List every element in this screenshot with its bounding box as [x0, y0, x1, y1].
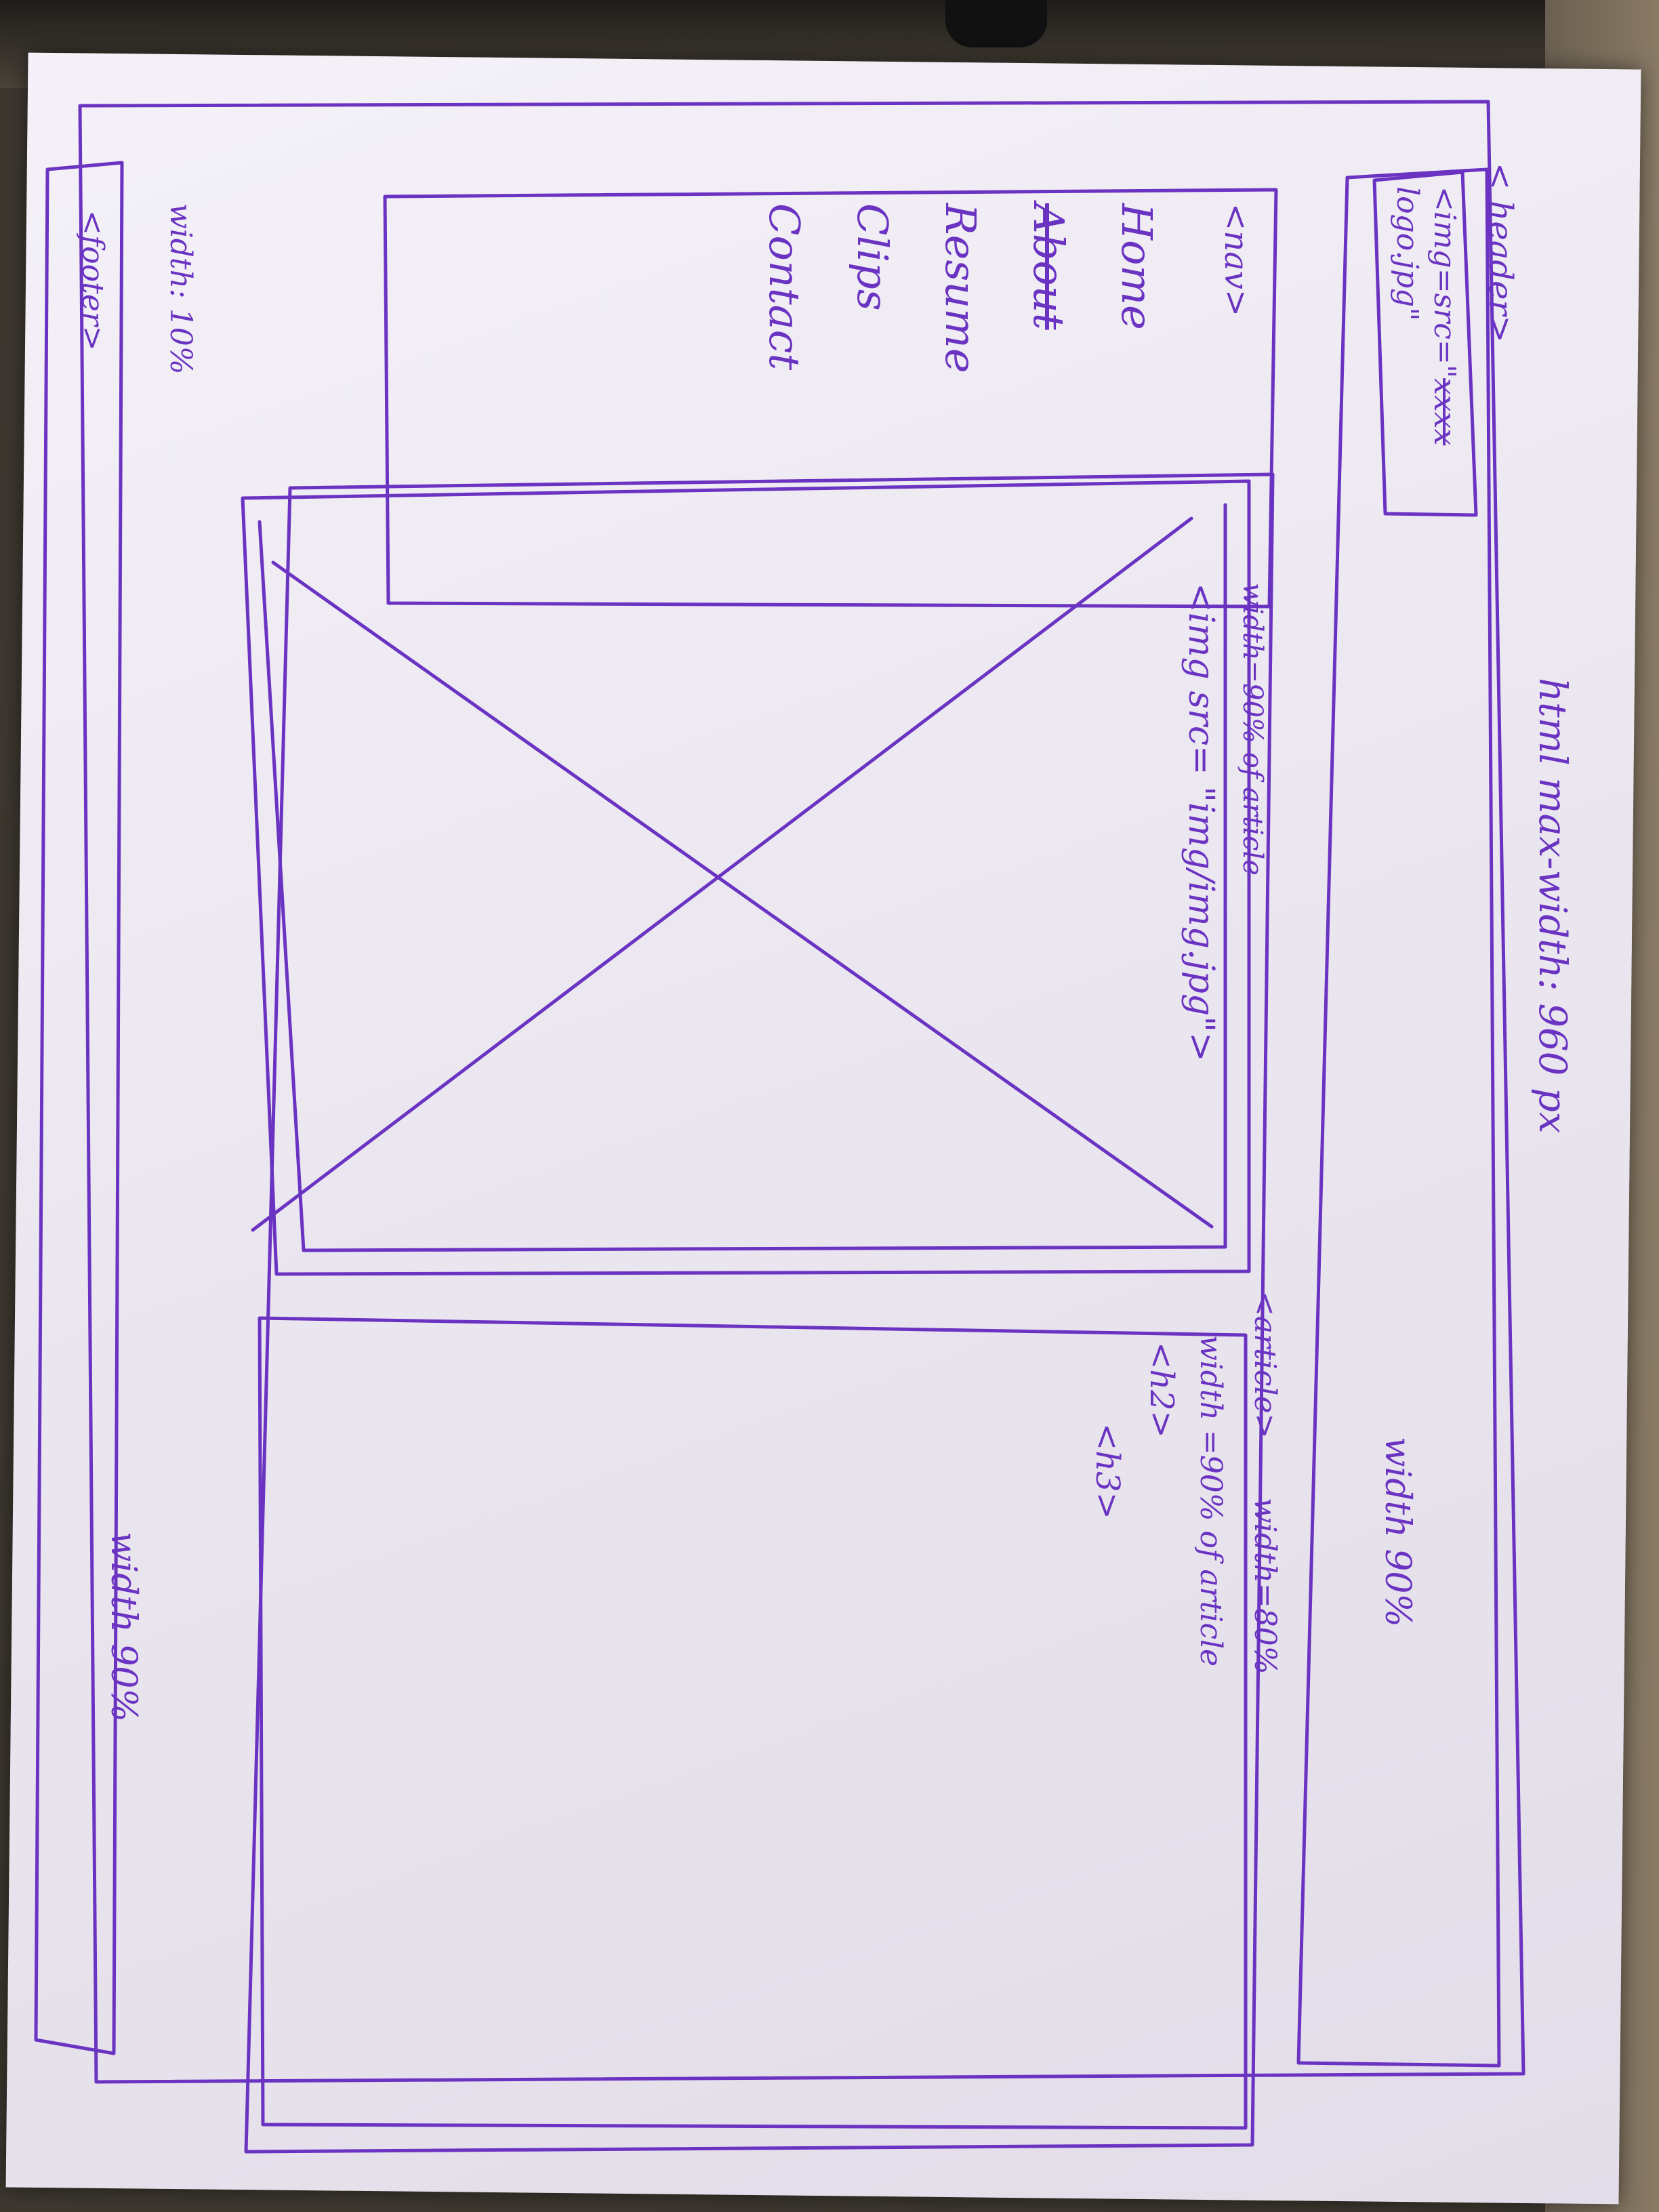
html-outer-box — [78, 100, 1525, 2084]
logo-tag: <img=src="xxxx — [1427, 186, 1462, 446]
nav-item-home: Home — [1112, 203, 1162, 330]
nav-item-clips: Clips — [848, 203, 897, 311]
image-width-note: width=90% of article — [1237, 583, 1268, 876]
nav-item-contact: Contact — [760, 203, 809, 371]
nav-box — [383, 188, 1278, 609]
h3-tag: <h3> — [1088, 1423, 1126, 1519]
logo-struck-text: xxxx — [1427, 378, 1462, 446]
nav-item-resume: Resume — [936, 203, 985, 373]
text-width-note: width =90% of article — [1193, 1335, 1228, 1667]
main-image-inner-border — [258, 503, 1227, 1252]
text-content-box — [258, 1316, 1248, 2130]
article-box — [244, 472, 1275, 2154]
header-tag: < header> — [1481, 163, 1519, 343]
image-src-tag: <img src= "img/img.jpg"> — [1181, 583, 1221, 1062]
article-width-note: width=80% — [1248, 1498, 1282, 1675]
logo-tag-text: <img=src=" — [1427, 186, 1462, 379]
binder-clip — [945, 0, 1047, 47]
image-placeholder-x — [251, 516, 1214, 1232]
footer-tag: <footer> — [75, 210, 110, 351]
logo-box — [1372, 170, 1478, 517]
logo-file: logo.jpg" — [1390, 186, 1425, 321]
header-box — [1296, 167, 1501, 2068]
main-image-box — [241, 479, 1251, 1276]
nav-width-note: width: 10% — [163, 203, 198, 375]
header-width-note: width 90% — [1377, 1437, 1418, 1627]
article-tag: <article> — [1248, 1291, 1282, 1439]
page-label: html max-width: 960 px — [1530, 678, 1574, 1134]
nav-item-about: About — [1024, 203, 1073, 330]
footer-box — [34, 161, 124, 2055]
nav-tag: <nav> — [1217, 203, 1255, 317]
h2-tag: <h2> — [1143, 1342, 1181, 1438]
footer-width-note: width 90% — [103, 1532, 144, 1722]
